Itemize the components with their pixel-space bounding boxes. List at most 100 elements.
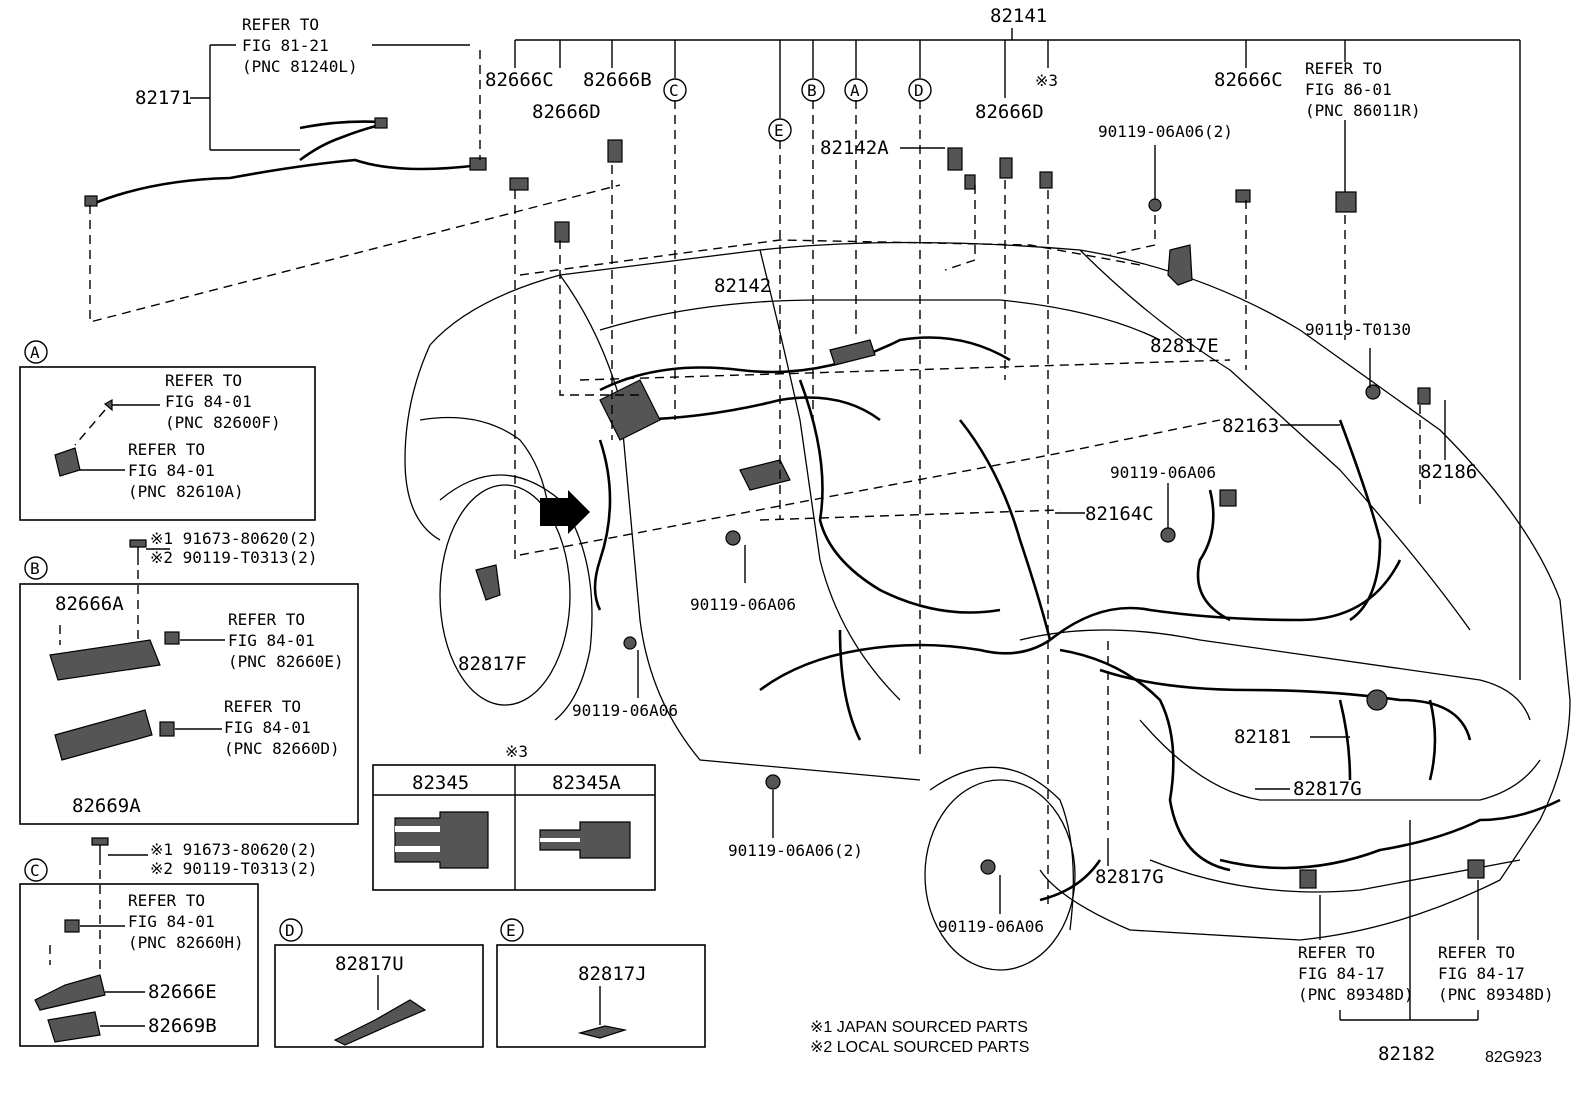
inset-c: C ※1 91673-80620(2) ※2 90119-T0313(2) RE… xyxy=(19,837,318,1047)
inset-a-refer2: FIG 84-01 xyxy=(128,461,215,480)
label-82171: 82171 xyxy=(135,87,192,109)
inset-3-mark: ※3 xyxy=(505,742,528,761)
refer-line: (PNC 81240L) xyxy=(242,57,358,76)
circle-letter-c: C xyxy=(669,81,679,100)
label-82141: 82141 xyxy=(990,5,1047,27)
figure-id: 82G923 xyxy=(1485,1049,1542,1066)
inset-b-bolt-note: ※1 91673-80620(2) xyxy=(150,529,318,548)
inset-b-refer1: (PNC 82660E) xyxy=(228,652,344,671)
main-callouts: 82171 82666C 82666B 82666D 82142A 82666D… xyxy=(135,69,1477,1065)
inset-a-refer1: FIG 84-01 xyxy=(165,392,252,411)
label-90119-t0130: 90119-T0130 xyxy=(1305,320,1411,339)
footnote-1: ※1 JAPAN SOURCED PARTS xyxy=(810,1019,1028,1036)
label-90119-06a06-2-top: 90119-06A06(2) xyxy=(1098,122,1233,141)
inset-d-part-82817u: 82817U xyxy=(335,953,404,975)
inset-note3: ※3 82345 82345A xyxy=(372,742,656,891)
label-90119-06a06-left: 90119-06A06 xyxy=(572,701,678,720)
label-82817e: 82817E xyxy=(1150,335,1219,357)
arrow-pointer xyxy=(540,490,590,534)
circle-letter-d: D xyxy=(914,81,924,100)
inset-c-bolt-note: ※1 91673-80620(2) xyxy=(150,840,318,859)
inset-c-part-82666e: 82666E xyxy=(148,981,217,1003)
leader-lines xyxy=(190,44,1479,1021)
inset-b-refer1: FIG 84-01 xyxy=(228,631,315,650)
refer-line: (PNC 89348D) xyxy=(1438,985,1554,1004)
circle-letter-e: E xyxy=(774,121,784,140)
circle-letters: C E B A D xyxy=(663,78,932,142)
inset-b-refer2: REFER TO xyxy=(224,697,301,716)
refer-top-left: REFER TO FIG 81-21 (PNC 81240L) xyxy=(242,15,358,76)
label-82142: 82142 xyxy=(714,275,771,297)
inset-a-refer2: REFER TO xyxy=(128,440,205,459)
inset-d: D 82817U xyxy=(274,918,484,1048)
label-82163: 82163 xyxy=(1222,415,1279,437)
inset-e-part-82817j: 82817J xyxy=(578,963,647,985)
label-82181: 82181 xyxy=(1234,726,1291,748)
label-90119-06a06-mid: 90119-06A06 xyxy=(690,595,796,614)
inset-c-bolt-note: ※2 90119-T0313(2) xyxy=(150,859,318,878)
refer-line: (PNC 89348D) xyxy=(1298,985,1414,1004)
inset-b: B ※1 91673-80620(2) ※2 90119-T0313(2) 82… xyxy=(19,529,359,825)
circle-letter-b: B xyxy=(807,81,817,100)
label-note3-mark: ※3 xyxy=(1035,71,1058,90)
refer-line: FIG 86-01 xyxy=(1305,80,1392,99)
refer-line: (PNC 86011R) xyxy=(1305,101,1421,120)
label-82666c-left: 82666C xyxy=(485,69,554,91)
inset-b-bolt-note: ※2 90119-T0313(2) xyxy=(150,548,318,567)
connectors-cluster xyxy=(475,139,1485,889)
inset-b-part-82669a: 82669A xyxy=(72,795,141,817)
refer-line: REFER TO xyxy=(1298,943,1375,962)
inset-3-col1: 82345 xyxy=(412,772,469,794)
refer-bottom-1: REFER TO FIG 84-17 (PNC 89348D) xyxy=(1298,943,1414,1004)
inset-c-refer: FIG 84-01 xyxy=(128,912,215,931)
harness-82171 xyxy=(84,50,621,323)
inset-c-refer: (PNC 82660H) xyxy=(128,933,244,952)
label-82817g-right: 82817G xyxy=(1293,778,1362,800)
inset-b-part-82666a: 82666A xyxy=(55,593,124,615)
footnote-2: ※2 LOCAL SOURCED PARTS xyxy=(810,1039,1029,1056)
label-82142a: 82142A xyxy=(820,137,889,159)
inset-3-col2: 82345A xyxy=(552,772,621,794)
vehicle-body xyxy=(404,239,1571,971)
inset-a-letter: A xyxy=(30,343,40,362)
inset-c-part-82669b: 82669B xyxy=(148,1015,217,1037)
label-90119-06a06-right: 90119-06A06 xyxy=(1110,463,1216,482)
label-82182: 82182 xyxy=(1378,1043,1435,1065)
inset-a-refer1: (PNC 82600F) xyxy=(165,413,281,432)
refer-bottom-2: REFER TO FIG 84-17 (PNC 89348D) xyxy=(1438,943,1554,1004)
inset-d-letter: D xyxy=(285,921,295,940)
inset-a-refer2: (PNC 82610A) xyxy=(128,482,244,501)
inset-b-refer2: (PNC 82660D) xyxy=(224,739,340,758)
refer-line: REFER TO xyxy=(1438,943,1515,962)
inset-b-letter: B xyxy=(30,559,40,578)
refer-line: REFER TO xyxy=(1305,59,1382,78)
label-82817f: 82817F xyxy=(458,653,527,675)
inset-e-letter: E xyxy=(506,921,516,940)
inset-c-letter: C xyxy=(30,861,40,880)
inset-b-refer1: REFER TO xyxy=(228,610,305,629)
refer-top-right: REFER TO FIG 86-01 (PNC 86011R) xyxy=(1305,59,1421,120)
label-82666c-right: 82666C xyxy=(1214,69,1283,91)
label-82164c: 82164C xyxy=(1085,503,1154,525)
refer-line: FIG 81-21 xyxy=(242,36,329,55)
label-82817g-mid: 82817G xyxy=(1095,866,1164,888)
label-82666d-left: 82666D xyxy=(532,101,601,123)
inset-e: E 82817J xyxy=(496,918,706,1048)
inset-b-refer2: FIG 84-01 xyxy=(224,718,311,737)
label-82666b: 82666B xyxy=(583,69,652,91)
refer-line: FIG 84-17 xyxy=(1438,964,1525,983)
inset-c-refer: REFER TO xyxy=(128,891,205,910)
harness-main-floor xyxy=(593,336,1561,902)
top-bracket: 82141 xyxy=(514,5,1521,680)
inset-a: A REFER TO FIG 84-01 (PNC 82600F) REFER … xyxy=(19,340,316,521)
refer-line: REFER TO xyxy=(242,15,319,34)
inset-a-refer1: REFER TO xyxy=(165,371,242,390)
refer-line: FIG 84-17 xyxy=(1298,964,1385,983)
label-82666d-right: 82666D xyxy=(975,101,1044,123)
label-90119-06a06-2-bottom: 90119-06A06(2) xyxy=(728,841,863,860)
circle-letter-a: A xyxy=(850,81,860,100)
label-82186: 82186 xyxy=(1420,461,1477,483)
label-90119-06a06-bottom: 90119-06A06 xyxy=(938,917,1044,936)
